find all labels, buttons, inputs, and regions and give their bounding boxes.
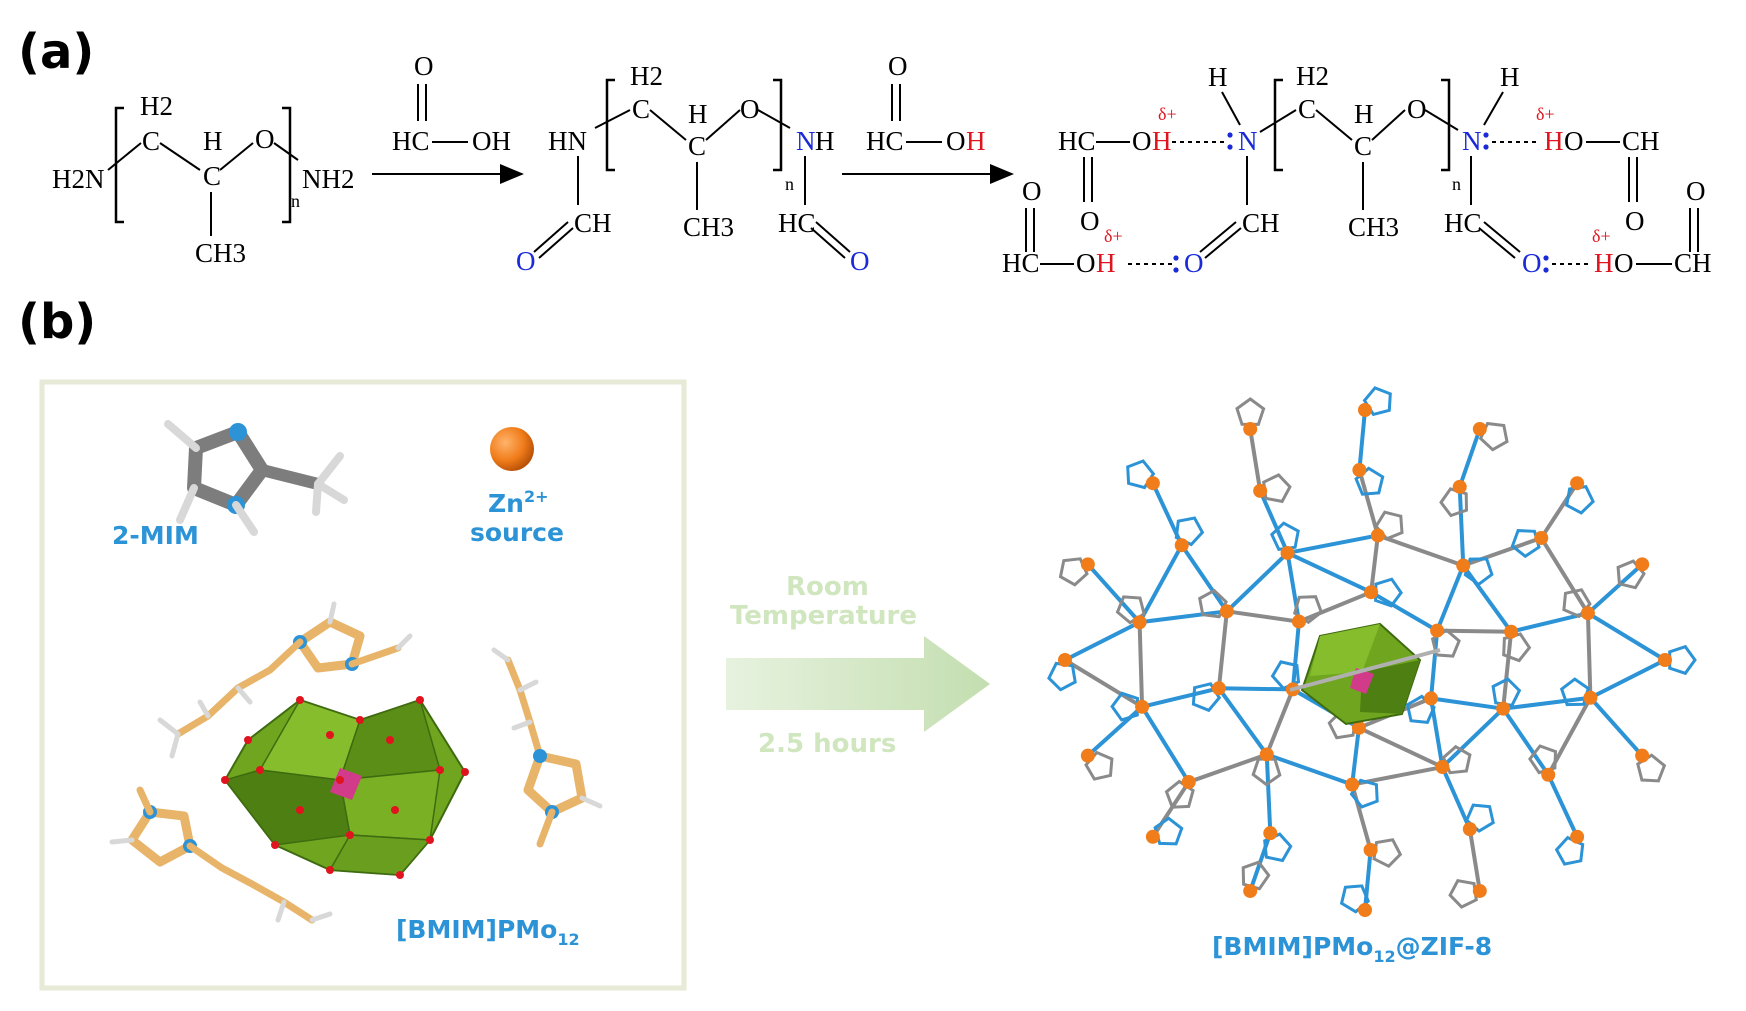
product-acid-br-h: H <box>1594 248 1614 278</box>
zn-label: Zn2+ <box>488 487 548 518</box>
reactant-ch3: CH3 <box>195 238 246 268</box>
product-acid-tl-h: H <box>1152 126 1172 156</box>
reactant-n: n <box>291 191 300 211</box>
product-acid-tr-odbl: O <box>1625 206 1645 236</box>
product-acid-bl-odbl: O <box>1022 176 1042 206</box>
product-h: H <box>1354 99 1374 129</box>
condition-room: Room <box>786 572 869 602</box>
product-acid-br-odbl: O <box>1686 176 1706 206</box>
product-h2: H2 <box>1296 61 1329 91</box>
product-o: O <box>1407 94 1427 124</box>
product-acid-br-ch: CH <box>1674 248 1712 278</box>
product-n-left: N <box>1238 126 1258 156</box>
intermediate-hc-right: HC <box>778 208 816 238</box>
reactant-bracket-left <box>114 106 124 224</box>
intermediate-nh-h: H <box>815 126 835 156</box>
intermediate-h: H <box>688 99 708 129</box>
product-n-right: N <box>1462 126 1482 156</box>
zif8-framework <box>1047 386 1697 917</box>
intermediate-ch-left: CH <box>574 208 612 238</box>
product-h-left: H <box>1208 62 1228 92</box>
product-acid-tr-o: O <box>1564 126 1584 156</box>
reagent2-hc: HC <box>866 126 904 156</box>
reagent1-o: O <box>414 51 434 81</box>
product-hc-right: HC <box>1444 208 1482 238</box>
precursor-box <box>39 379 687 991</box>
intermediate-o-left: O <box>516 246 536 276</box>
product-acid-bl-h: H <box>1096 248 1116 278</box>
condition-temperature: Temperature <box>730 601 917 631</box>
panel-b-label: (b) <box>18 294 96 350</box>
reagent2-o-oh: O <box>946 126 966 156</box>
condition-time: 2.5 hours <box>758 729 896 759</box>
intermediate-ch3: CH3 <box>683 212 734 242</box>
zn-ion-sphere <box>490 427 534 471</box>
encapsulated-pmo12 <box>1289 622 1441 726</box>
product-delta-4: δ+ <box>1592 226 1611 246</box>
intermediate-n-atom: N <box>796 126 816 156</box>
reagent2-o: O <box>888 51 908 81</box>
product-ch2: C <box>1298 94 1316 124</box>
reactant-h: H <box>203 126 223 156</box>
intermediate-ch: C <box>688 131 706 161</box>
product-h-right: H <box>1500 62 1520 92</box>
product-o-right: O <box>1522 248 1542 278</box>
product-structure: HC O H δ+ O N H H2 C H C O CH3 n N H δ+ <box>1002 61 1712 278</box>
product-acid-bl-hc: HC <box>1002 248 1040 278</box>
reaction-arrow-1: O HC OH <box>372 51 524 184</box>
reagent2-h-oh: H <box>966 126 986 156</box>
intermediate-structure: HN H2 C H C O CH3 n N H CH O HC O <box>516 61 870 276</box>
bmim-cation-top <box>157 601 413 759</box>
bmim-cation-bottom <box>109 786 333 924</box>
ionic-liquid-label: [BMIM]PMo12 <box>396 915 580 949</box>
reagent1-hc: HC <box>392 126 430 156</box>
intermediate-ch2: C <box>632 94 650 124</box>
product-ch3: CH3 <box>1348 212 1399 242</box>
product-acid-tr-h: H <box>1544 126 1564 156</box>
product-acid-tl-hc: HC <box>1058 126 1096 156</box>
product-ch: C <box>1354 131 1372 161</box>
product-n: n <box>1452 174 1461 194</box>
product-acid-bl-o: O <box>1076 248 1096 278</box>
reaction-arrow-2: O HC O H <box>842 51 1014 184</box>
intermediate-hn: HN <box>548 126 587 156</box>
reactant-o: O <box>255 124 275 154</box>
pmo12-polyhedron <box>221 696 469 879</box>
product-acid-tl-odbl: O <box>1080 206 1100 236</box>
product-acid-tr-ch: CH <box>1622 126 1660 156</box>
intermediate-o: O <box>740 94 760 124</box>
product-delta-3: δ+ <box>1104 226 1123 246</box>
composite-label: [BMIM]PMo12@ZIF-8 <box>1212 932 1492 966</box>
intermediate-o-right: O <box>850 246 870 276</box>
reactant-right-amine: NH2 <box>302 164 355 194</box>
panel-a-label: (a) <box>18 24 94 80</box>
reactant-structure: H2N H2 C H C O CH3 n NH2 <box>52 91 355 268</box>
reagent1-oh: OH <box>472 126 511 156</box>
reactant-h2: H2 <box>140 91 173 121</box>
reactant-ch2: C <box>142 126 160 156</box>
bmim-cation-right <box>491 647 603 848</box>
mim-label: 2-MIM <box>112 521 199 550</box>
product-acid-tl-o: O <box>1132 126 1152 156</box>
reactant-left-amine: H2N <box>52 164 105 194</box>
intermediate-n: n <box>785 174 794 194</box>
product-o-left: O <box>1184 248 1204 278</box>
product-ch-left: CH <box>1242 208 1280 238</box>
condition-arrow <box>726 636 990 732</box>
mim-molecule <box>164 420 348 536</box>
intermediate-h2: H2 <box>630 61 663 91</box>
reactant-bracket-right <box>282 106 292 224</box>
product-acid-br-o: O <box>1614 248 1634 278</box>
zn-source-label: source <box>470 518 564 547</box>
product-delta-2: δ+ <box>1536 104 1555 124</box>
reactant-ch: C <box>203 161 221 191</box>
product-delta-1: δ+ <box>1158 104 1177 124</box>
